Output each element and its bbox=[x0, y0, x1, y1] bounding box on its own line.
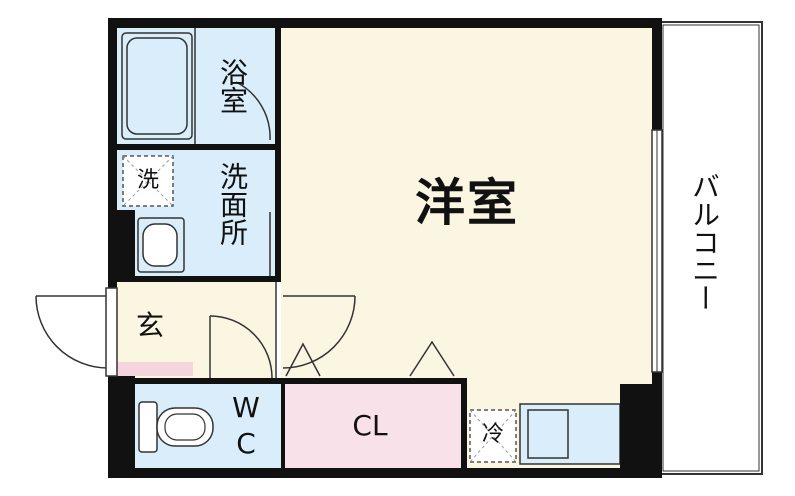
toilet-tank bbox=[138, 401, 158, 453]
partition-closet-fridge bbox=[461, 378, 467, 468]
toilet-door-swing bbox=[209, 315, 273, 379]
partition-toilet-closet bbox=[281, 384, 285, 468]
partition-wet-vertical bbox=[275, 18, 281, 278]
wall-left-upper bbox=[108, 18, 117, 288]
partition-wash-entrance bbox=[117, 276, 281, 282]
wall-bottom bbox=[108, 468, 662, 478]
front-door-frame bbox=[105, 287, 118, 377]
room-door-swing bbox=[282, 295, 356, 369]
closet-floor bbox=[285, 384, 461, 468]
bathtub-inner bbox=[126, 37, 188, 135]
wash-basin-bowl bbox=[142, 223, 178, 267]
balcony-rail bbox=[662, 24, 760, 472]
wall-right-upper bbox=[652, 18, 662, 130]
closet-label: CL bbox=[352, 409, 388, 442]
wall-washroom-left-block bbox=[117, 210, 135, 276]
partition-lower bbox=[135, 378, 465, 384]
closet-door-right bbox=[409, 340, 455, 377]
pillar-bottom-right bbox=[620, 384, 662, 478]
washer-space bbox=[122, 155, 174, 207]
closet-door-left bbox=[285, 342, 321, 377]
washer-label: 洗 bbox=[136, 168, 159, 193]
balcony-outline bbox=[659, 21, 763, 475]
toilet-label-w: W bbox=[232, 391, 260, 424]
bathroom-label: 浴室 bbox=[216, 58, 249, 114]
balcony-label: バルコニー bbox=[688, 172, 721, 312]
toilet-seat bbox=[164, 413, 206, 441]
toilet-label-c: C bbox=[236, 427, 256, 460]
wall-left-lower bbox=[108, 376, 135, 478]
bath-door-swing bbox=[235, 81, 271, 141]
entrance-step bbox=[117, 362, 193, 376]
front-door-swing bbox=[35, 295, 109, 369]
wall-top bbox=[108, 18, 662, 28]
washroom-label: 洗面所 bbox=[216, 162, 249, 246]
entrance-label: 玄 bbox=[135, 309, 164, 342]
fridge-space bbox=[469, 409, 517, 463]
western-room-label: 洋室 bbox=[415, 174, 519, 232]
fridge-label: 冷 bbox=[481, 422, 504, 447]
partition-bath-wash bbox=[117, 144, 275, 150]
kitchen-sink bbox=[527, 409, 569, 459]
